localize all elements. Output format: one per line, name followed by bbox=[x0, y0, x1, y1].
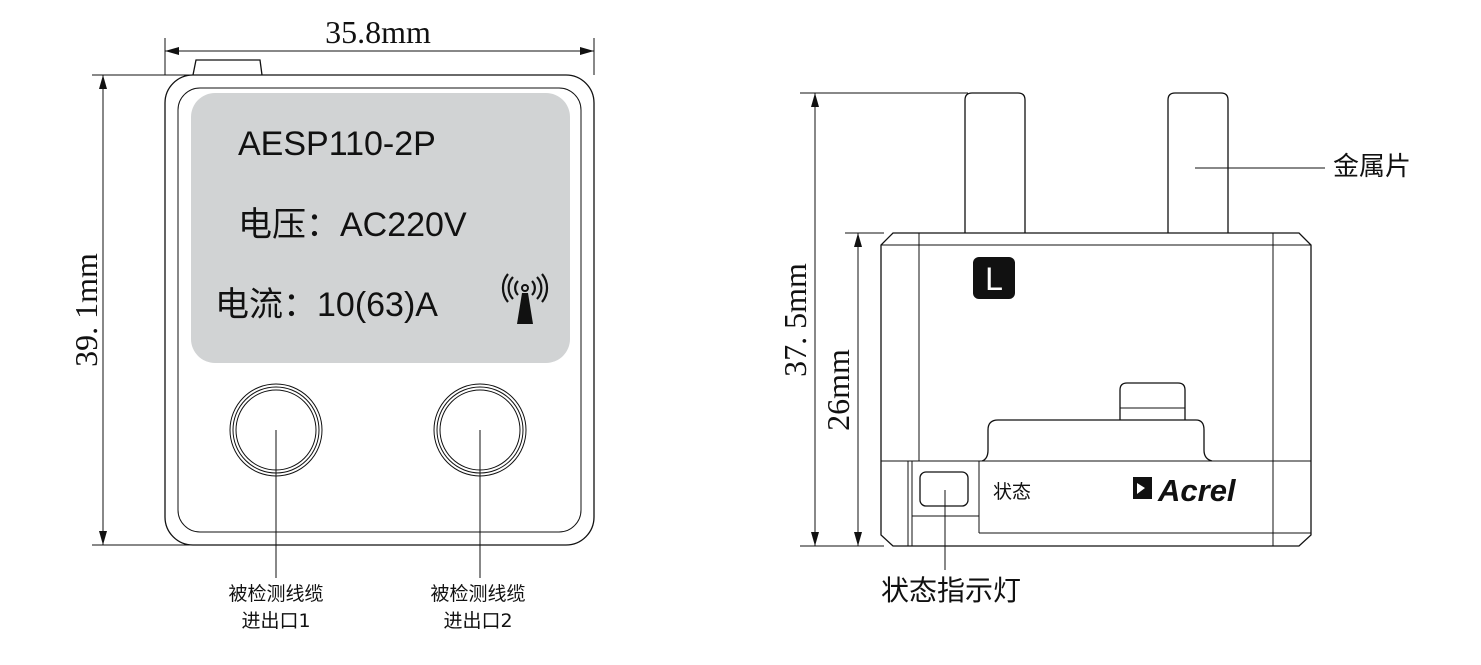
device-outer-outline bbox=[164, 74, 595, 546]
body-height-dimension-label: 26mm bbox=[820, 349, 856, 431]
metal-prong-right bbox=[1167, 92, 1229, 233]
metal-prong-left bbox=[964, 92, 1026, 233]
side-body-outline bbox=[880, 232, 1312, 547]
cable-port-1 bbox=[229, 383, 323, 578]
height-dimension-label: 39. 1mm bbox=[68, 253, 104, 367]
cable-port-2 bbox=[433, 383, 527, 578]
prong-label: 金属片 bbox=[1333, 152, 1411, 182]
port1-label-line2: 进出口1 bbox=[241, 610, 310, 632]
status-text: 状态 bbox=[993, 481, 1031, 503]
current-text: 电流：10(63)A bbox=[215, 286, 438, 324]
port1-label-line1: 被检测线缆 bbox=[228, 583, 323, 605]
status-led-window bbox=[919, 471, 969, 507]
brand-text: Acrel bbox=[1157, 473, 1237, 508]
port2-label-line1: 被检测线缆 bbox=[430, 583, 525, 605]
device-inner-outline bbox=[177, 87, 582, 533]
side-view: 37. 5mm 26mm 金属片 L 状态 Acrel bbox=[777, 92, 1411, 607]
port2-label-line2: 进出口2 bbox=[443, 610, 512, 632]
front-view: 35.8mm 39. 1mm AESP110-2P 电压：AC220V 电流：1… bbox=[68, 14, 595, 632]
top-tab bbox=[192, 59, 263, 76]
total-height-dimension-label: 37. 5mm bbox=[777, 263, 813, 377]
clip-top bbox=[1119, 382, 1186, 420]
label-panel bbox=[191, 93, 570, 363]
acrel-logo: Acrel bbox=[1133, 473, 1237, 508]
wireless-antenna-icon bbox=[501, 273, 549, 324]
live-badge bbox=[973, 257, 1015, 299]
width-dimension-label: 35.8mm bbox=[325, 14, 431, 50]
voltage-text: 电压：AC220V bbox=[238, 206, 467, 244]
indicator-label: 状态指示灯 bbox=[881, 574, 1021, 607]
model-text: AESP110-2P bbox=[238, 125, 436, 163]
clip-base bbox=[981, 419, 1213, 462]
live-badge-text: L bbox=[985, 261, 1003, 297]
